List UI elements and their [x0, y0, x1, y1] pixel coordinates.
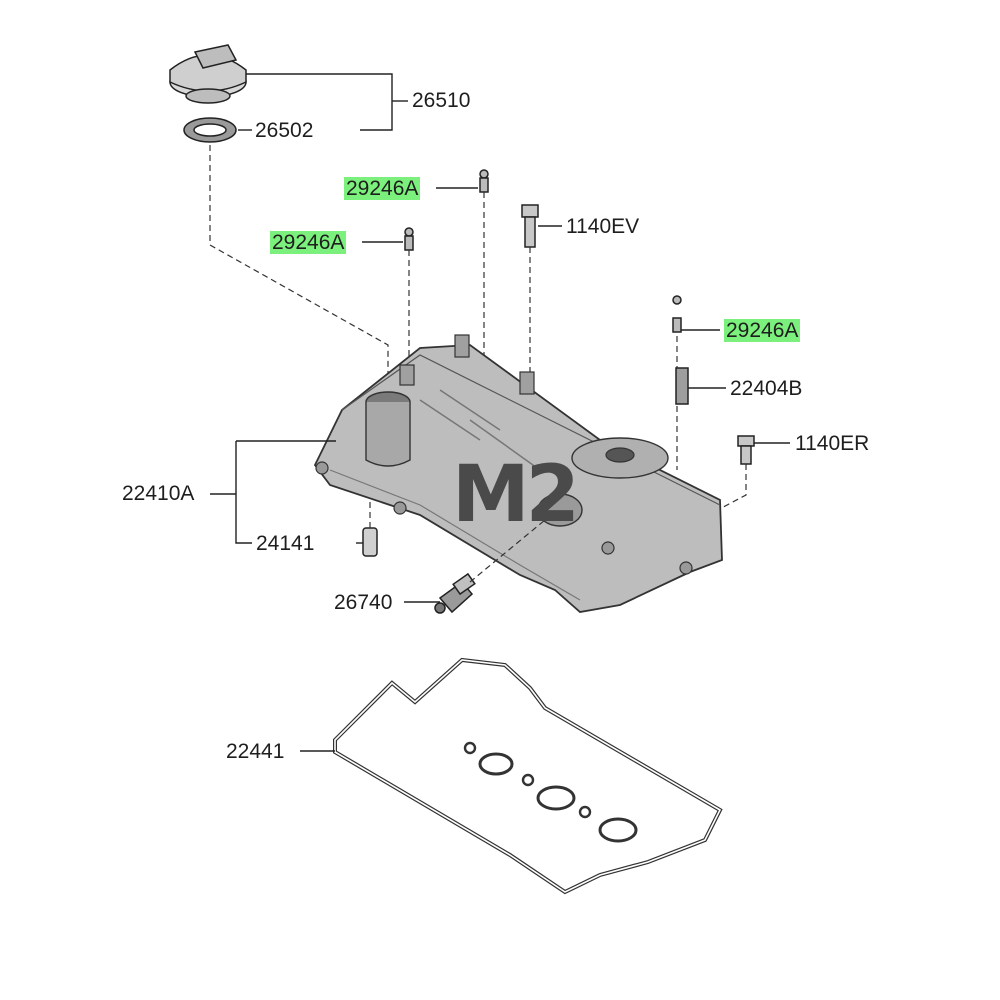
stud-icon	[675, 367, 689, 405]
callout-1140er: 1140ER	[795, 432, 870, 455]
callout-26510: 26510	[412, 89, 471, 112]
dowel-pin-icon	[362, 527, 378, 557]
pcv-valve-icon	[434, 572, 476, 614]
valve-cover-icon	[313, 334, 723, 613]
callout-22441: 22441	[226, 740, 285, 763]
flange-bolt-icon	[737, 435, 755, 465]
baffle-bolt-icon	[404, 227, 414, 251]
oil-filler-cap-icon	[169, 44, 247, 104]
callout-26502: 26502	[255, 119, 314, 142]
callout-26740: 26740	[334, 591, 393, 614]
flange-bolt-icon	[521, 204, 539, 248]
baffle-bolt-icon	[479, 169, 489, 193]
watermark-logo: M2	[452, 450, 580, 540]
baffle-bolt-icon	[672, 295, 682, 333]
cap-gasket-icon	[183, 117, 237, 143]
callout-22410a: 22410A	[122, 482, 195, 505]
callout-29246a-top: 29246A	[344, 177, 421, 200]
callout-22404b: 22404B	[730, 377, 803, 400]
callout-24141: 24141	[256, 532, 315, 555]
callout-1140ev: 1140EV	[566, 215, 640, 238]
callout-29246a-left: 29246A	[270, 231, 347, 254]
valve-cover-gasket-icon	[333, 657, 723, 895]
callout-29246a-right: 29246A	[724, 319, 801, 342]
